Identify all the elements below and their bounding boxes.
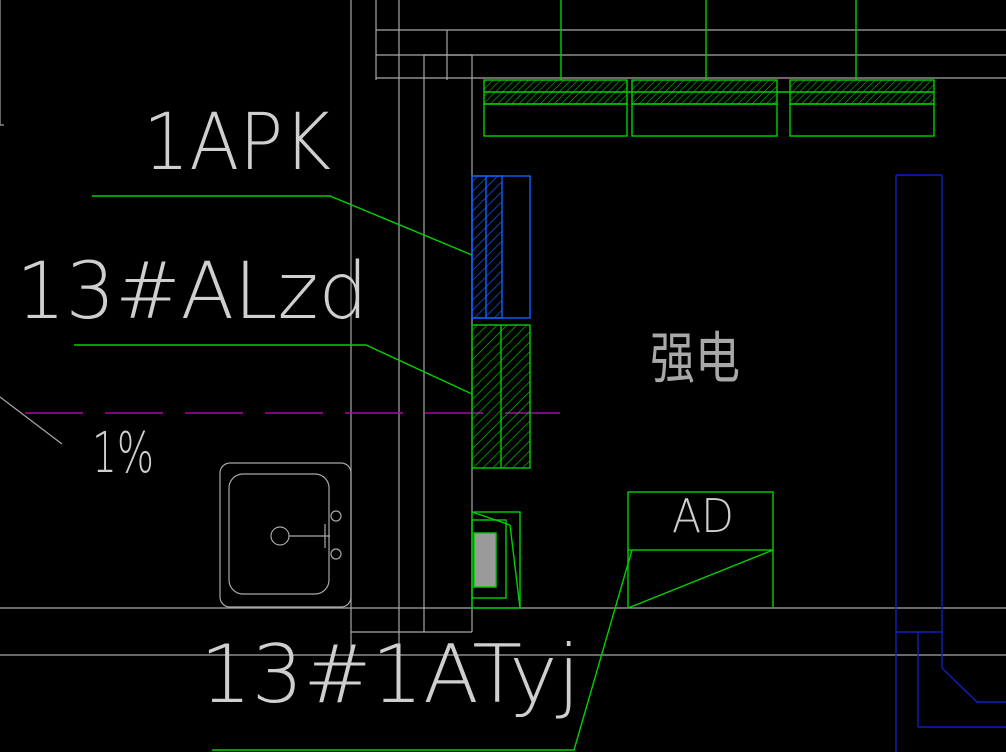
duct [895, 174, 1006, 752]
washbasin-icon [219, 462, 352, 608]
label-room: 强电 [650, 327, 740, 392]
junction-box [471, 511, 521, 609]
leader-lines [74, 195, 633, 751]
label-alzd: 13#ALzd [16, 247, 368, 337]
top-cabinets [483, 0, 935, 137]
slope-leader [0, 396, 63, 445]
panel-alzd [471, 324, 531, 469]
panel-1apk [471, 175, 531, 319]
label-1apk: 1APK [143, 98, 331, 188]
label-ad: AD [672, 489, 734, 543]
panel-ad [627, 491, 774, 609]
label-atyj: 13#1ATyj [200, 628, 580, 721]
label-slope: 1% [92, 421, 154, 486]
